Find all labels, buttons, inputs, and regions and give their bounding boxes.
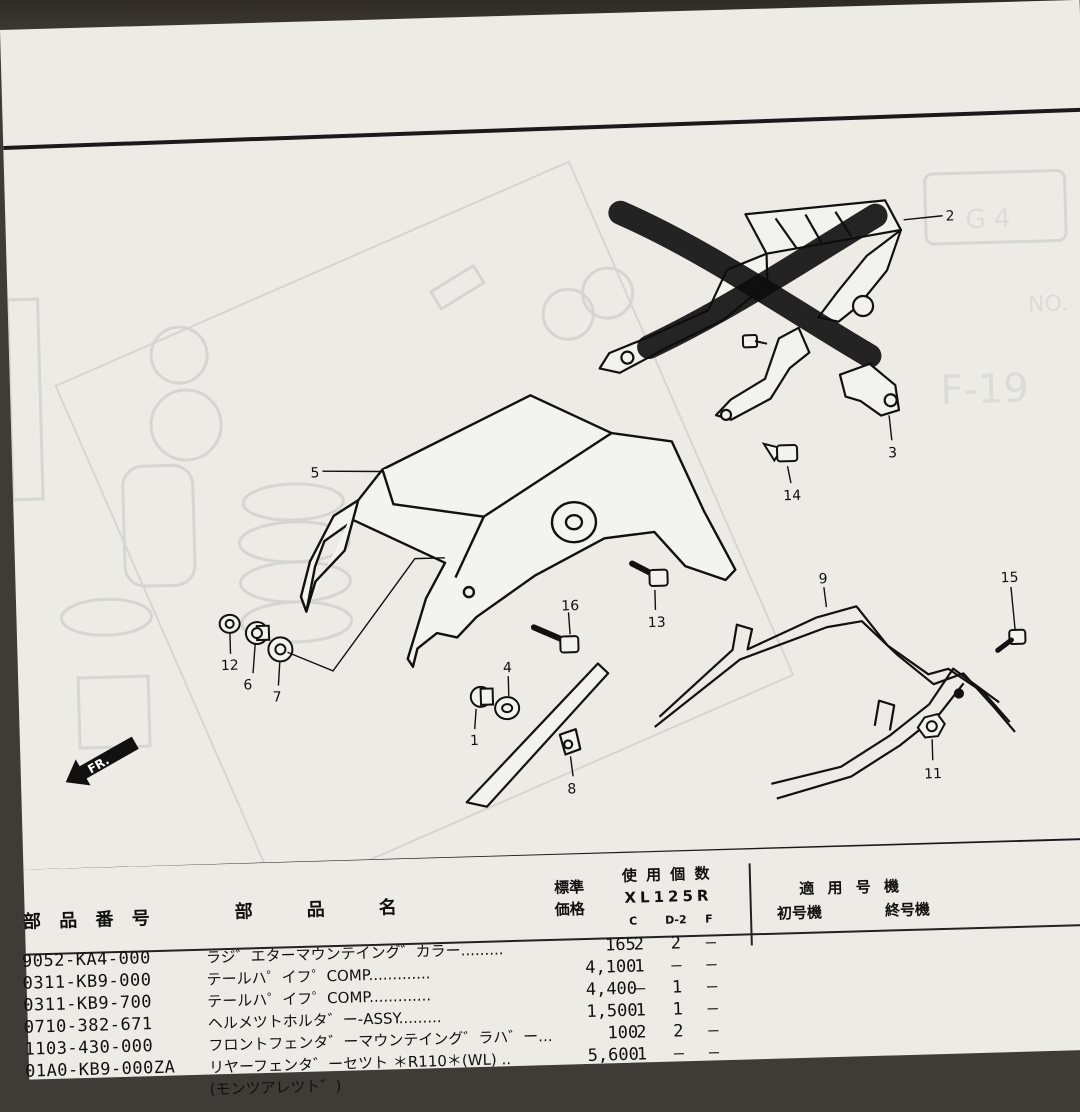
part-7-rubber <box>267 636 294 663</box>
ghost-background-drawing: F-19 NO. G 4 <box>5 160 1069 870</box>
header-price-line1: 標準 <box>553 878 585 897</box>
header-part-name: 部 品 名 <box>234 897 403 923</box>
callout-9: 9 <box>818 571 827 587</box>
callout-13: 15 <box>1000 570 1018 586</box>
header-applicable-serials: 適 用 号 機 <box>799 877 904 899</box>
header-part-number: 部 品 番 号 <box>22 908 156 933</box>
part-12-washer <box>218 613 241 634</box>
svg-text:NO.: NO. <box>1028 291 1069 317</box>
part-1-collar <box>469 685 495 708</box>
part-8-guard <box>465 662 610 808</box>
part-6-collar <box>244 621 271 646</box>
cross-out-mark-stroke-2 <box>637 203 888 359</box>
header-price-line2: 価格 <box>554 900 586 919</box>
callout-16: 16 <box>561 598 579 614</box>
svg-text:G 4: G 4 <box>965 204 1011 235</box>
callout-8: 8 <box>567 781 576 797</box>
front-direction-arrow: FR. <box>65 736 139 786</box>
header-col-d2: D-2 <box>664 913 687 927</box>
callout-2: 2 <box>945 208 954 224</box>
callout-5: 5 <box>310 465 319 481</box>
callout-3: 3 <box>888 445 897 461</box>
header-model: XL125R <box>624 886 713 907</box>
parts-table: 部 品 番 号 部 品 名 標準 価格 使 用 個 数 XL125R C D-2… <box>22 842 1080 1112</box>
bolt-small <box>741 334 768 349</box>
callout-4: 4 <box>503 660 512 676</box>
part-15-bolt <box>761 442 799 463</box>
callout-1: 1 <box>470 733 479 749</box>
header-last-serial: 終号機 <box>884 900 931 920</box>
exploded-parts-diagram: F-19 NO. G 4 <box>3 107 1080 870</box>
part-9-grab-rail <box>654 605 1016 800</box>
leader-lines <box>229 215 1016 777</box>
header-col-c: C <box>628 914 638 928</box>
callout-12: 12 <box>221 658 239 674</box>
cross-out-mark-stroke-1 <box>608 200 882 368</box>
part-11-nut <box>916 712 946 739</box>
part-13-screw <box>995 628 1027 653</box>
svg-text:F-19: F-19 <box>940 365 1030 413</box>
part-16-bolt <box>530 624 580 654</box>
part-3-helmet-holder <box>838 362 901 417</box>
callout-11: 11 <box>924 766 942 782</box>
callout-7: 7 <box>273 689 282 705</box>
part-5-rear-fender <box>299 394 737 668</box>
callout-15: 14 <box>783 488 801 504</box>
header-usage-count: 使 用 個 数 <box>621 864 712 885</box>
callout-6: 6 <box>243 677 252 693</box>
header-first-serial: 初号機 <box>776 903 823 923</box>
part-4-rubber <box>494 696 521 721</box>
header-col-f: F <box>704 912 713 926</box>
part-14-bolt <box>629 560 669 587</box>
callout-14: 13 <box>648 615 666 631</box>
leader-line-7 <box>287 557 445 672</box>
